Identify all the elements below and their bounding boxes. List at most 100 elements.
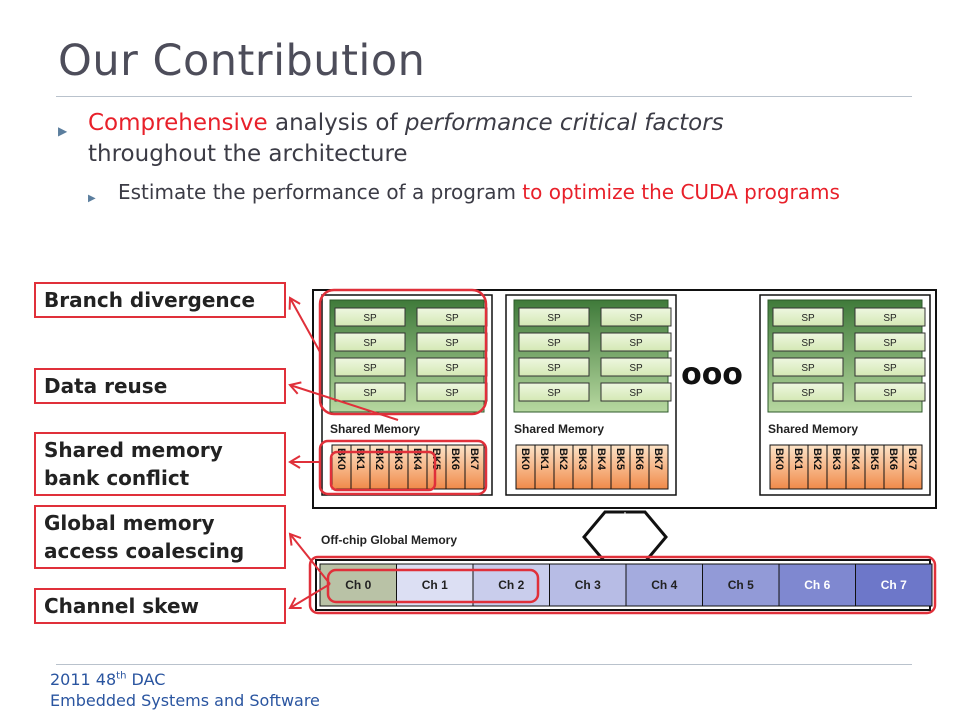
sp-label: SP xyxy=(363,363,377,374)
sp-cell xyxy=(334,307,406,327)
footer-conference: 2011 48th DAC xyxy=(50,670,165,689)
sp-cell xyxy=(518,382,590,402)
channel-label: Ch 7 xyxy=(881,578,907,592)
sp-label: SP xyxy=(801,388,815,399)
connector-coalescing xyxy=(289,533,331,585)
bank-cell xyxy=(648,444,669,490)
bank-label: BK7 xyxy=(468,448,480,470)
sp-cell xyxy=(772,307,844,327)
sp-label: SP xyxy=(363,388,377,399)
sp-cell xyxy=(600,357,672,377)
connector-bank-conflict-head xyxy=(288,455,301,469)
sp-cell xyxy=(334,357,406,377)
bank-label: BK5 xyxy=(868,448,880,470)
channel-cell xyxy=(855,563,933,607)
slide-title: Our Contribution xyxy=(58,36,426,86)
sp-label: SP xyxy=(445,363,459,374)
label-branch-divergence: Branch divergence xyxy=(34,282,286,318)
global-memory-label: Off-chip Global Memory xyxy=(321,533,457,547)
sp-cell xyxy=(854,357,926,377)
sp-cell xyxy=(854,382,926,402)
bank-label: BK0 xyxy=(519,448,531,470)
connector-channel-skew-head xyxy=(288,597,302,609)
sp-label: SP xyxy=(445,338,459,349)
ellipsis: ooo xyxy=(681,357,743,392)
sp-cell xyxy=(772,382,844,402)
sp-cell xyxy=(334,332,406,352)
bank-label: BK1 xyxy=(354,448,366,470)
sp-label: SP xyxy=(801,338,815,349)
channel-label: Ch 5 xyxy=(728,578,754,592)
sp-label: SP xyxy=(883,388,897,399)
shared-memory-label-1: Shared Memory xyxy=(514,422,604,436)
bank-label: BK7 xyxy=(906,448,918,470)
title-divider xyxy=(56,96,912,97)
bullet-highlight: Comprehensive xyxy=(88,110,268,136)
highlight-bank-conflict xyxy=(329,450,437,492)
sp-label: SP xyxy=(883,313,897,324)
footer-superscript: th xyxy=(116,670,127,682)
footer-track: Embedded Systems and Software xyxy=(50,691,320,710)
channel-label: Ch 2 xyxy=(498,578,524,592)
connector-data-reuse-head xyxy=(288,381,302,395)
highlight-banks xyxy=(318,439,488,496)
sp-cell xyxy=(600,307,672,327)
sp-cell xyxy=(772,332,844,352)
footer-divider xyxy=(56,664,912,665)
label-coalescing: Global memory access coalescing xyxy=(34,505,286,569)
sp-label: SP xyxy=(363,313,377,324)
bank-label: BK5 xyxy=(614,448,626,470)
sp-cell xyxy=(334,382,406,402)
sp-cell xyxy=(518,357,590,377)
bullet-main-text: Comprehensive analysis of performance cr… xyxy=(88,108,858,170)
sp-label: SP xyxy=(363,338,377,349)
bank-label: BK3 xyxy=(392,448,404,470)
connector-data-reuse xyxy=(289,384,399,421)
channel-cell xyxy=(702,563,780,607)
sp-label: SP xyxy=(629,363,643,374)
bullet-sub-text: Estimate the performance of a program to… xyxy=(118,178,840,213)
bank-label: BK2 xyxy=(557,448,569,470)
sp-cell xyxy=(600,382,672,402)
bullet-sub-highlight: to optimize the CUDA programs xyxy=(522,180,840,204)
connector-coalescing-head xyxy=(288,532,302,546)
bank-label: BK0 xyxy=(773,448,785,470)
connector-branch-divergence-head xyxy=(288,296,301,310)
channel-cell xyxy=(778,563,856,607)
bank-label: BK6 xyxy=(449,448,461,470)
channel-label: Ch 3 xyxy=(575,578,601,592)
bullet-italic: performance critical factors xyxy=(404,110,724,136)
sp-cell xyxy=(772,357,844,377)
sp-label: SP xyxy=(629,313,643,324)
bank-label: BK4 xyxy=(595,448,607,471)
channel-label: Ch 4 xyxy=(651,578,677,592)
bank-label: BK2 xyxy=(373,448,385,470)
bank-label: BK2 xyxy=(811,448,823,470)
sp-label: SP xyxy=(547,363,561,374)
sp-label: SP xyxy=(445,313,459,324)
bank-label: BK4 xyxy=(411,448,423,471)
sp-label: SP xyxy=(629,388,643,399)
bullet-main: ▶ Comprehensive analysis of performance … xyxy=(58,108,858,170)
footer-year: 2011 48 xyxy=(50,670,117,689)
bullet-sub: ▶ Estimate the performance of a program … xyxy=(88,178,868,213)
bullet-sub-plain: Estimate the performance of a program xyxy=(118,180,523,204)
bank-cell xyxy=(464,444,485,490)
bank-label: BK1 xyxy=(538,448,550,470)
bank-label: BK1 xyxy=(792,448,804,470)
bullet-arrow-icon: ▶ xyxy=(88,193,96,204)
sp-label: SP xyxy=(547,388,561,399)
channel-label: Ch 1 xyxy=(422,578,448,592)
bank-label: BK7 xyxy=(652,448,664,470)
label-bank-conflict: Shared memory bank conflict xyxy=(34,432,286,496)
bullet-text-b: throughout the architecture xyxy=(88,141,408,167)
sp-cell xyxy=(854,332,926,352)
sp-label: SP xyxy=(883,338,897,349)
sp-cell xyxy=(518,307,590,327)
channel-label: Ch 0 xyxy=(345,578,371,592)
bank-label: BK4 xyxy=(849,448,861,471)
bank-label: BK0 xyxy=(335,448,347,470)
bank-label: BK3 xyxy=(830,448,842,470)
sp-cell xyxy=(600,332,672,352)
